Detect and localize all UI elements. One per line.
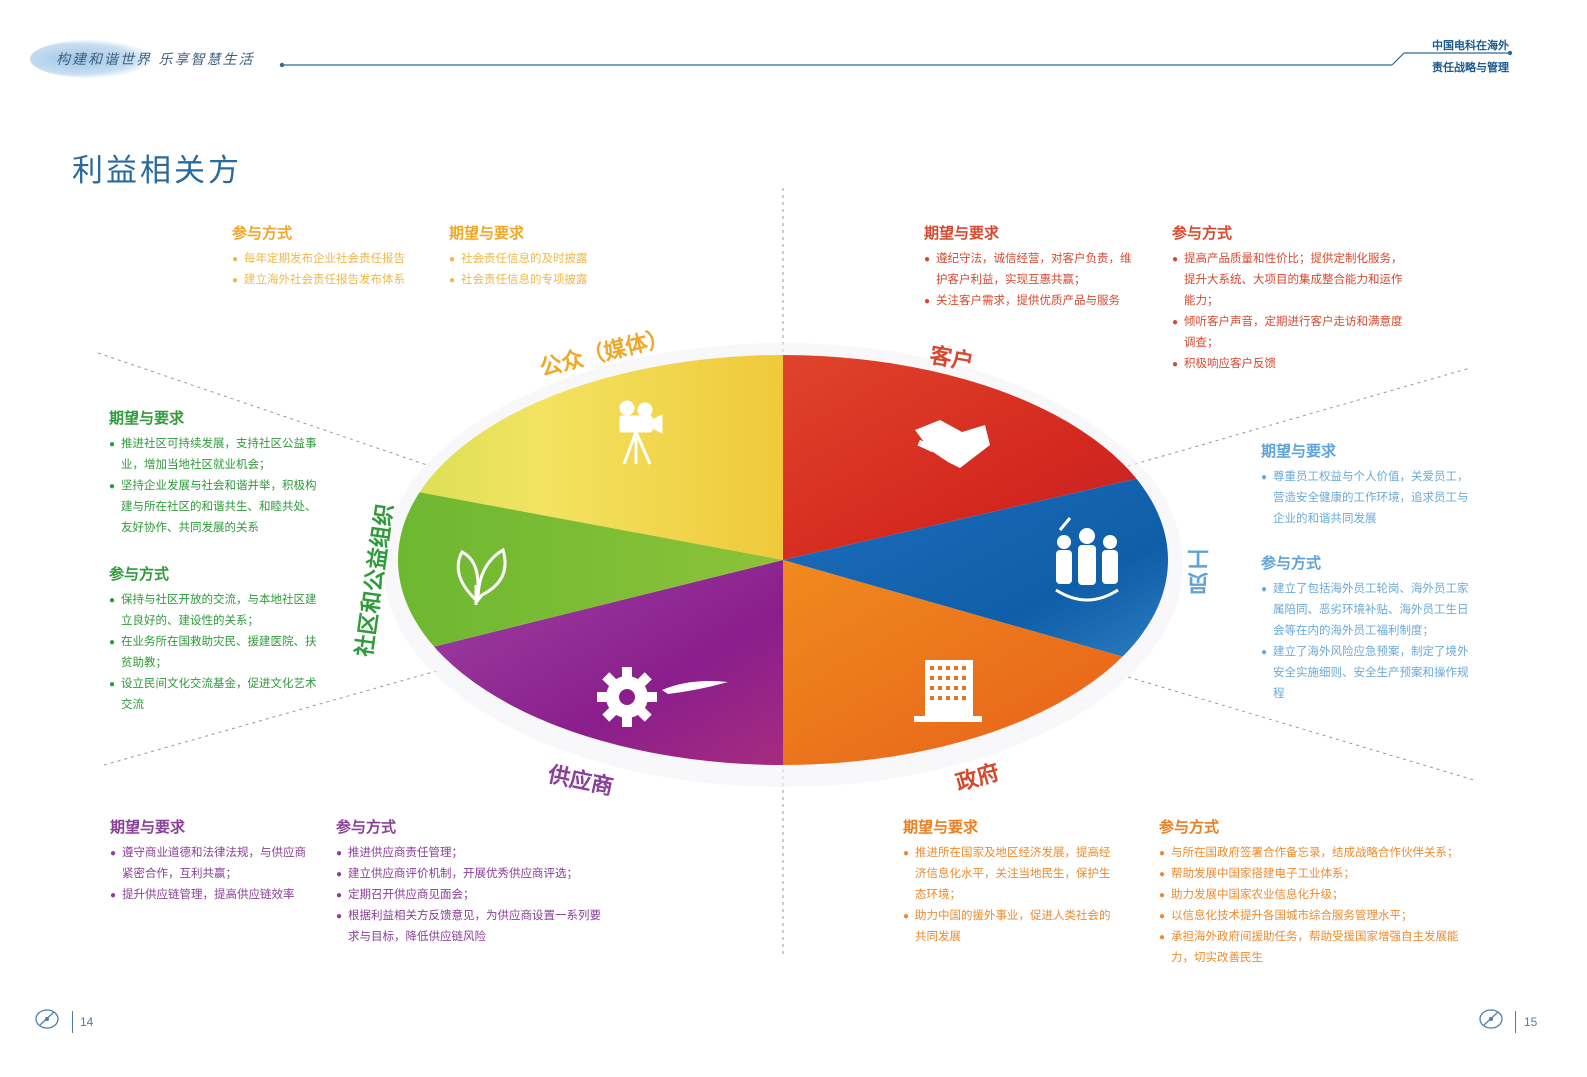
page-number-right: 15: [1524, 1015, 1538, 1029]
list-item: 每年定期发布企业社会责任报告: [232, 249, 405, 270]
list-item: 助力中国的援外事业，促进人类社会的共同发展: [903, 906, 1111, 948]
list-item: 推进社区可持续发展，支持社区公益事业，增加当地社区就业机会；: [109, 434, 325, 476]
footer-divider: [72, 1011, 73, 1033]
header-slogan: 构建和谐世界 乐享智慧生活: [56, 52, 255, 68]
customer-expectation-block: 期望与要求 遵纪守法，诚信经营，对客户负责，维护客户利益，实现互惠共赢； 关注客…: [924, 223, 1136, 312]
customer-participation-heading: 参与方式: [1172, 225, 1233, 242]
list-item: 定期召开供应商见面会；: [336, 885, 604, 906]
public-participation-block: 参与方式 每年定期发布企业社会责任报告 建立海外社会责任报告发布体系: [232, 223, 405, 291]
footer-divider: [1515, 1011, 1516, 1033]
header-section-title: 中国电科在海外: [1432, 40, 1509, 52]
list-item: 以信息化技术提升各国城市综合服务管理水平；: [1159, 906, 1479, 927]
employee-participation-heading: 参与方式: [1261, 555, 1322, 572]
segment-label-employee: 员工: [1186, 546, 1209, 595]
government-expectation-block: 期望与要求 推进所在国家及地区经济发展，提高经济信息化水平，关注当地民生，保护生…: [903, 817, 1111, 948]
list-item: 关注客户需求，提供优质产品与服务: [924, 291, 1136, 312]
list-item: 积极响应客户反馈: [1172, 354, 1404, 375]
header-section-subtitle: 责任战略与管理: [1432, 62, 1509, 74]
list-item: 遵纪守法，诚信经营，对客户负责，维护客户利益，实现互惠共赢；: [924, 249, 1136, 291]
list-item: 根据利益相关方反馈意见，为供应商设置一系列要求与目标，降低供应链风险: [336, 906, 604, 948]
supplier-expectation-block: 期望与要求 遵守商业道德和法律法规，与供应商紧密合作，互利共赢； 提升供应链管理…: [110, 817, 306, 906]
list-item: 建立海外社会责任报告发布体系: [232, 270, 405, 291]
supplier-participation-block: 参与方式 推进供应商责任管理； 建立供应商评价机制，开展优秀供应商评选； 定期召…: [336, 817, 604, 948]
list-item: 建立了包括海外员工轮岗、海外员工家属陪同、恶劣环境补贴、海外员工生日会等在内的海…: [1261, 579, 1477, 642]
list-item: 与所在国政府签署合作备忘录，结成战略合作伙伴关系；: [1159, 843, 1479, 864]
list-item: 保持与社区开放的交流，与本地社区建立良好的、建设性的关系；: [109, 590, 325, 632]
supplier-expectation-heading: 期望与要求: [110, 819, 186, 836]
page-number-left: 14: [80, 1015, 94, 1029]
supplier-participation-heading: 参与方式: [336, 819, 397, 836]
list-item: 建立供应商评价机制，开展优秀供应商评选；: [336, 864, 604, 885]
list-item: 推进所在国家及地区经济发展，提高经济信息化水平，关注当地民生，保护生态环境；: [903, 843, 1111, 906]
government-participation-block: 参与方式 与所在国政府签署合作备忘录，结成战略合作伙伴关系； 帮助发展中国家搭建…: [1159, 817, 1479, 969]
header-rule: [279, 50, 1513, 68]
gear-icon: [597, 667, 728, 727]
list-item: 遵守商业道德和法律法规，与供应商紧密合作，互利共赢；: [110, 843, 306, 885]
employee-expectation-heading: 期望与要求: [1261, 443, 1337, 460]
page-title: 利益相关方: [72, 153, 242, 188]
public-participation-heading: 参与方式: [232, 225, 293, 242]
employee-participation-block: 参与方式 建立了包括海外员工轮岗、海外员工家属陪同、恶劣环境补贴、海外员工生日会…: [1261, 553, 1477, 705]
list-item: 帮助发展中国家搭建电子工业体系；: [1159, 864, 1479, 885]
building-icon: [914, 660, 982, 722]
list-item: 助力发展中国家农业信息化升级；: [1159, 885, 1479, 906]
list-item: 提升供应链管理，提高供应链效率: [110, 885, 306, 906]
list-item: 承担海外政府间援助任务，帮助受援国家增强自主发展能力，切实改善民生: [1159, 927, 1479, 969]
community-participation-heading: 参与方式: [109, 566, 170, 583]
customer-participation-block: 参与方式 提高产品质量和性价比；提供定制化服务，提升大系统、大项目的集成整合能力…: [1172, 223, 1404, 375]
list-item: 提高产品质量和性价比；提供定制化服务，提升大系统、大项目的集成整合能力和运作能力…: [1172, 249, 1404, 312]
list-item: 社会责任信息的及时披露: [449, 249, 588, 270]
list-item: 在业务所在国救助灾民、援建医院、扶贫助教；: [109, 632, 325, 674]
list-item: 社会责任信息的专项披露: [449, 270, 588, 291]
public-expectation-heading: 期望与要求: [449, 225, 525, 242]
community-expectation-block: 期望与要求 推进社区可持续发展，支持社区公益事业，增加当地社区就业机会； 坚持企…: [109, 408, 325, 539]
list-item: 尊重员工权益与个人价值，关爱员工，营造安全健康的工作环境，追求员工与企业的和谐共…: [1261, 467, 1477, 530]
list-item: 坚持企业发展与社会和谐并举，积极构建与所在社区的和谐共生、和睦共处、友好协作、共…: [109, 476, 325, 539]
handshake-icon: [915, 420, 990, 468]
satellite-logo-icon: [35, 1009, 59, 1029]
people-icon: [1055, 517, 1119, 602]
logo-watercolor: [30, 40, 150, 78]
list-item: 倾听客户声音，定期进行客户走访和满意度调查；: [1172, 312, 1404, 354]
government-participation-heading: 参与方式: [1159, 819, 1220, 836]
community-expectation-heading: 期望与要求: [109, 410, 185, 427]
community-participation-block: 参与方式 保持与社区开放的交流，与本地社区建立良好的、建设性的关系； 在业务所在…: [109, 564, 325, 716]
list-item: 设立民间文化交流基金，促进文化艺术交流: [109, 674, 325, 716]
customer-expectation-heading: 期望与要求: [924, 225, 1000, 242]
list-item: 推进供应商责任管理；: [336, 843, 604, 864]
leaf-icon: [456, 547, 507, 605]
employee-expectation-block: 期望与要求 尊重员工权益与个人价值，关爱员工，营造安全健康的工作环境，追求员工与…: [1261, 441, 1477, 530]
public-expectation-block: 期望与要求 社会责任信息的及时披露 社会责任信息的专项披露: [449, 223, 588, 291]
satellite-logo-icon: [1479, 1009, 1503, 1029]
list-item: 建立了海外风险应急预案，制定了境外安全实施细则、安全生产预案和操作规程: [1261, 642, 1477, 705]
camera-icon: [619, 400, 663, 465]
government-expectation-heading: 期望与要求: [903, 819, 979, 836]
